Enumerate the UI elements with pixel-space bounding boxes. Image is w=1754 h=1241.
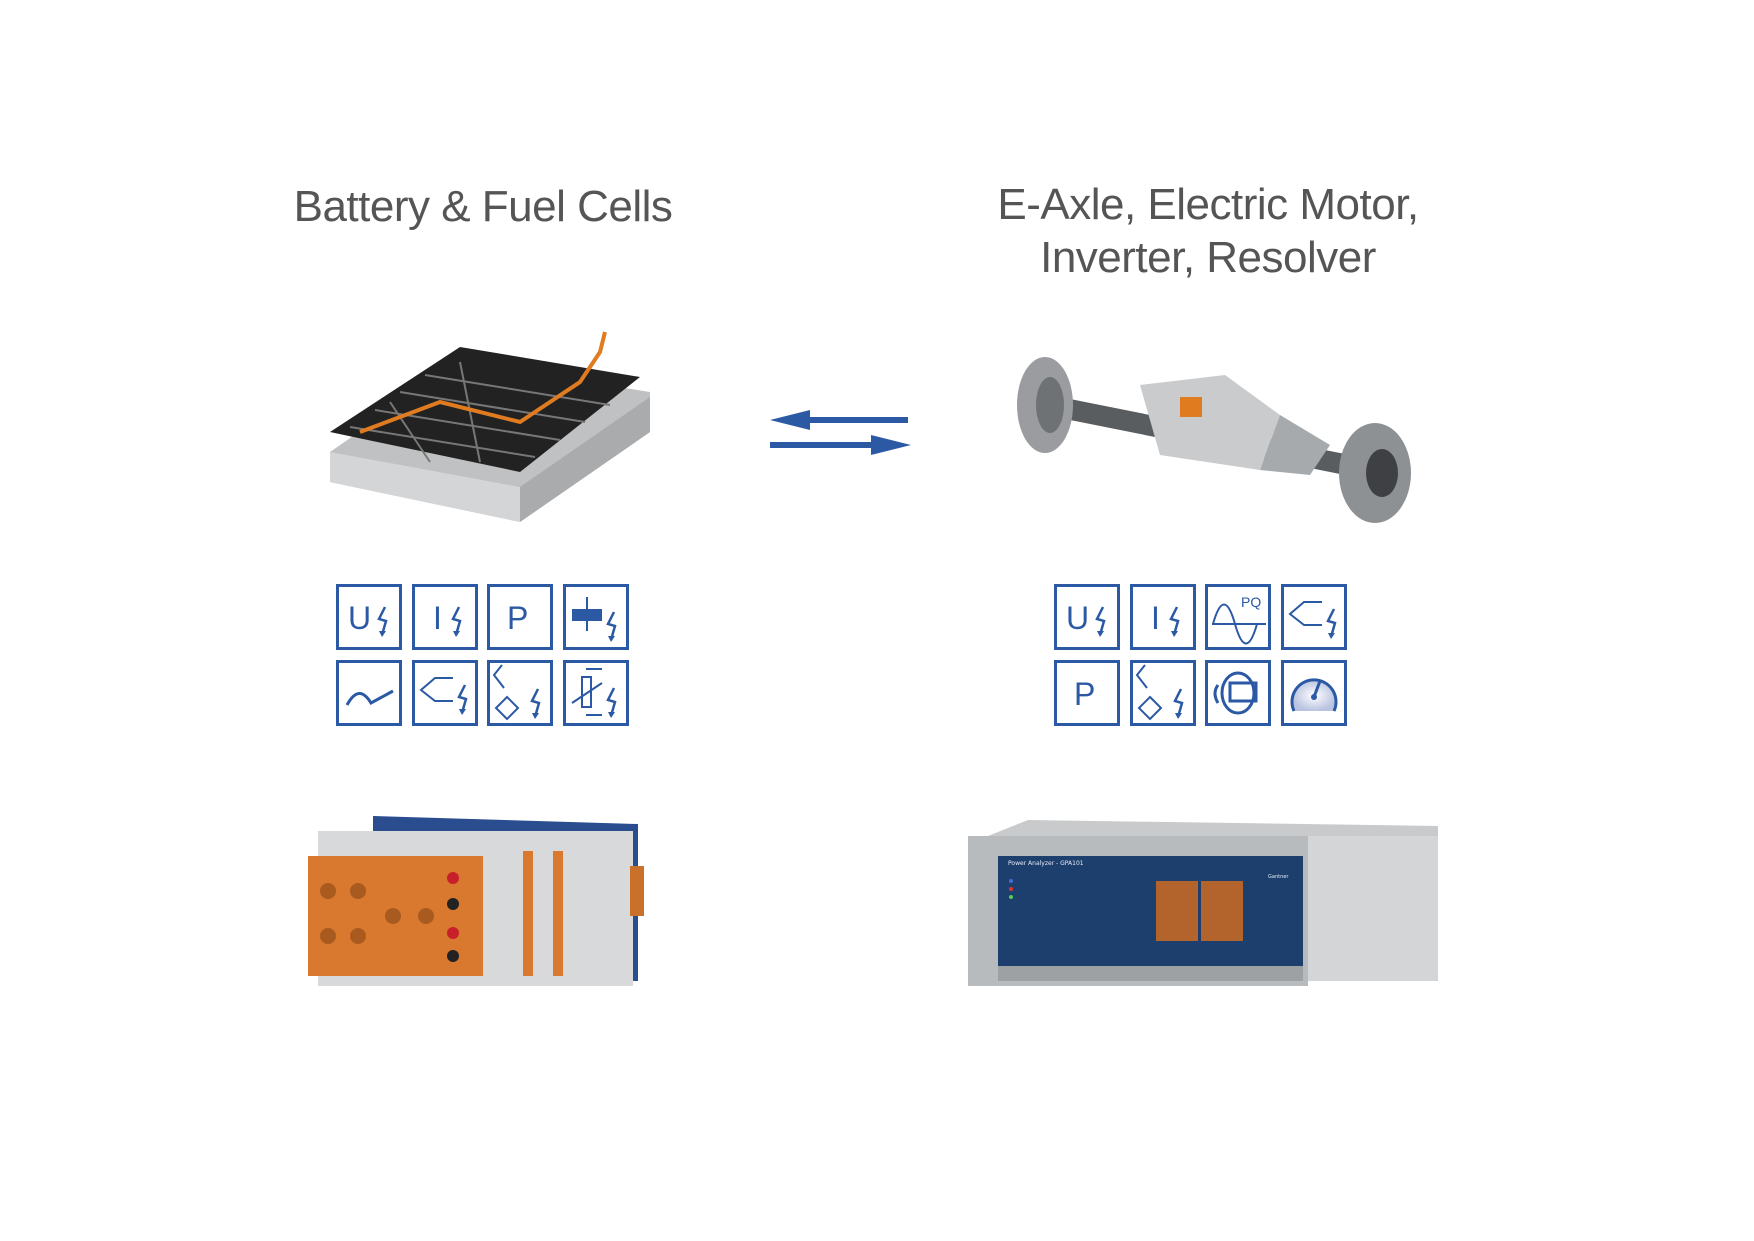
svg-text:PQ: PQ — [1241, 594, 1261, 610]
rack-chassis-image — [968, 820, 1438, 986]
strain-gauge-bridge-icon — [487, 660, 553, 726]
daq-module-image — [308, 816, 644, 986]
device-label: Power Analyzer - GPA101 — [1008, 860, 1084, 867]
power-icon: P — [487, 584, 553, 650]
e-axle-image — [1017, 357, 1411, 523]
power-icon: P — [1054, 660, 1120, 726]
bidirectional-arrows-icon — [770, 410, 911, 455]
rotation-torque-icon — [1205, 660, 1271, 726]
svg-text:I: I — [1151, 600, 1160, 636]
capacitor-icon — [562, 584, 629, 650]
battery-pack-image — [330, 331, 650, 522]
svg-text:U: U — [348, 600, 371, 636]
power-analyzer-rack: Power Analyzer - GPA101 Gantner — [968, 816, 1440, 996]
rtd-temperature-icon — [562, 660, 629, 726]
thermocouple-icon — [1280, 584, 1347, 650]
current-icon: I — [1129, 584, 1196, 650]
voltage-icon: U — [336, 584, 402, 650]
right-title-line1: E-Axle, Electric Motor, — [997, 180, 1419, 229]
strain-gauge-bridge-icon — [1129, 660, 1196, 726]
current-icon: I — [411, 584, 478, 650]
thermocouple-icon — [411, 660, 478, 726]
right-title-line2: Inverter, Resolver — [1040, 233, 1376, 282]
right-title: E-Axle, Electric Motor, Inverter, Resolv… — [908, 178, 1508, 284]
svg-text:U: U — [1066, 600, 1089, 636]
svg-text:P: P — [1074, 676, 1095, 712]
speedometer-icon — [1280, 660, 1347, 726]
brand-logo: Gantner — [1268, 874, 1289, 880]
left-title: Battery & Fuel Cells — [293, 182, 673, 231]
svg-text:I: I — [433, 600, 442, 636]
voltage-icon: U — [1054, 584, 1120, 650]
power-quality-icon: PQ — [1205, 584, 1271, 650]
svg-text:P: P — [507, 600, 528, 636]
sine-signal-icon — [336, 660, 402, 726]
